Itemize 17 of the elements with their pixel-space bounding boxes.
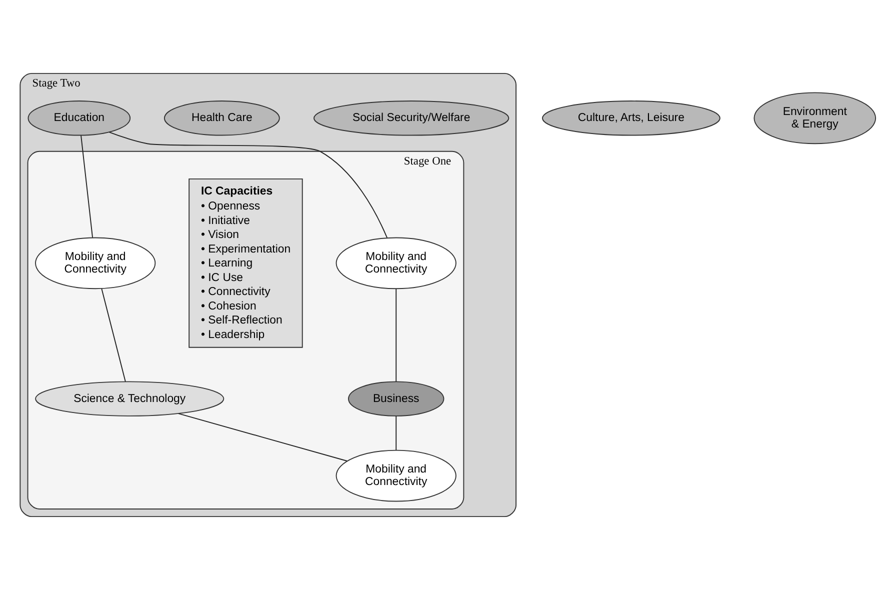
node-ellipse: Culture, Arts, Leisure [542,100,720,136]
node-ellipse: Mobility and Connectivity [336,449,456,502]
node-ellipse: Social Security/Welfare [314,100,510,136]
connector [108,131,388,238]
node-ellipse: Mobility and Connectivity [336,236,456,289]
connector [101,288,126,382]
connector [396,288,397,382]
node-ellipse: Mobility and Connectivity [35,236,156,289]
node-ellipse: Health Care [164,100,280,136]
node-box: IC Capacities • Openness • Initiative • Vision • Experimentation • Learning • IC Use • Connectivity • Cohesion • Self-Reflection • Leadership [188,178,303,348]
node-ellipse: Environment & Energy [754,92,876,144]
node-ellipse: Education [28,100,131,136]
node-ellipse: Science & Technology [35,380,224,416]
connector [178,412,348,461]
node-ellipse: Business [348,380,444,416]
connector [396,415,397,450]
connector [80,134,93,238]
